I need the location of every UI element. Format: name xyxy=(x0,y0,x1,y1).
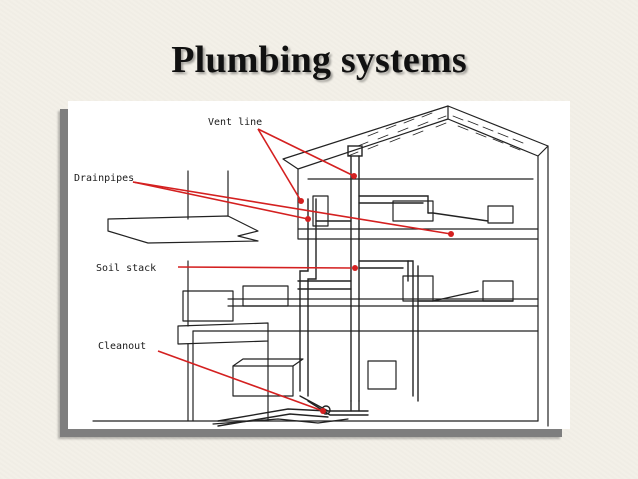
laundry-tubs xyxy=(232,365,294,397)
upper-toilet xyxy=(487,205,514,224)
soil-stack-leader xyxy=(177,266,352,269)
label-vent-line: Vent line xyxy=(208,117,262,128)
pipes xyxy=(217,145,514,427)
sump xyxy=(367,360,397,390)
upper-left-floor xyxy=(107,215,259,244)
drainpipes-leader-1 xyxy=(132,181,309,220)
plumbing-diagram: Vent line Drainpipes Soil stack Cleanout xyxy=(74,105,549,427)
drainpipes-leader-2 xyxy=(132,181,452,235)
label-cleanout: Cleanout xyxy=(98,341,146,352)
cleanout-run xyxy=(217,408,329,422)
roof-shingles xyxy=(347,112,524,157)
upper-bathtub xyxy=(392,200,434,222)
diagram-frame: Vent line Drainpipes Soil stack Cleanout xyxy=(68,101,570,429)
middle-toilet xyxy=(482,280,514,302)
basement xyxy=(192,330,539,422)
vent-line-leader-2 xyxy=(257,128,355,177)
label-soil-stack: Soil stack xyxy=(96,263,156,274)
leader-lines xyxy=(132,128,452,412)
label-drainpipes: Drainpipes xyxy=(74,173,134,184)
house-structure xyxy=(92,105,549,427)
leader-dots xyxy=(298,173,454,414)
slide-title: Plumbing systems xyxy=(171,39,467,81)
cleanout-leader xyxy=(157,350,324,412)
upper-floor-wall xyxy=(297,168,539,230)
middle-sink-cabinet xyxy=(182,290,234,322)
roof xyxy=(282,105,549,170)
vent-line-leader-1 xyxy=(257,128,302,202)
